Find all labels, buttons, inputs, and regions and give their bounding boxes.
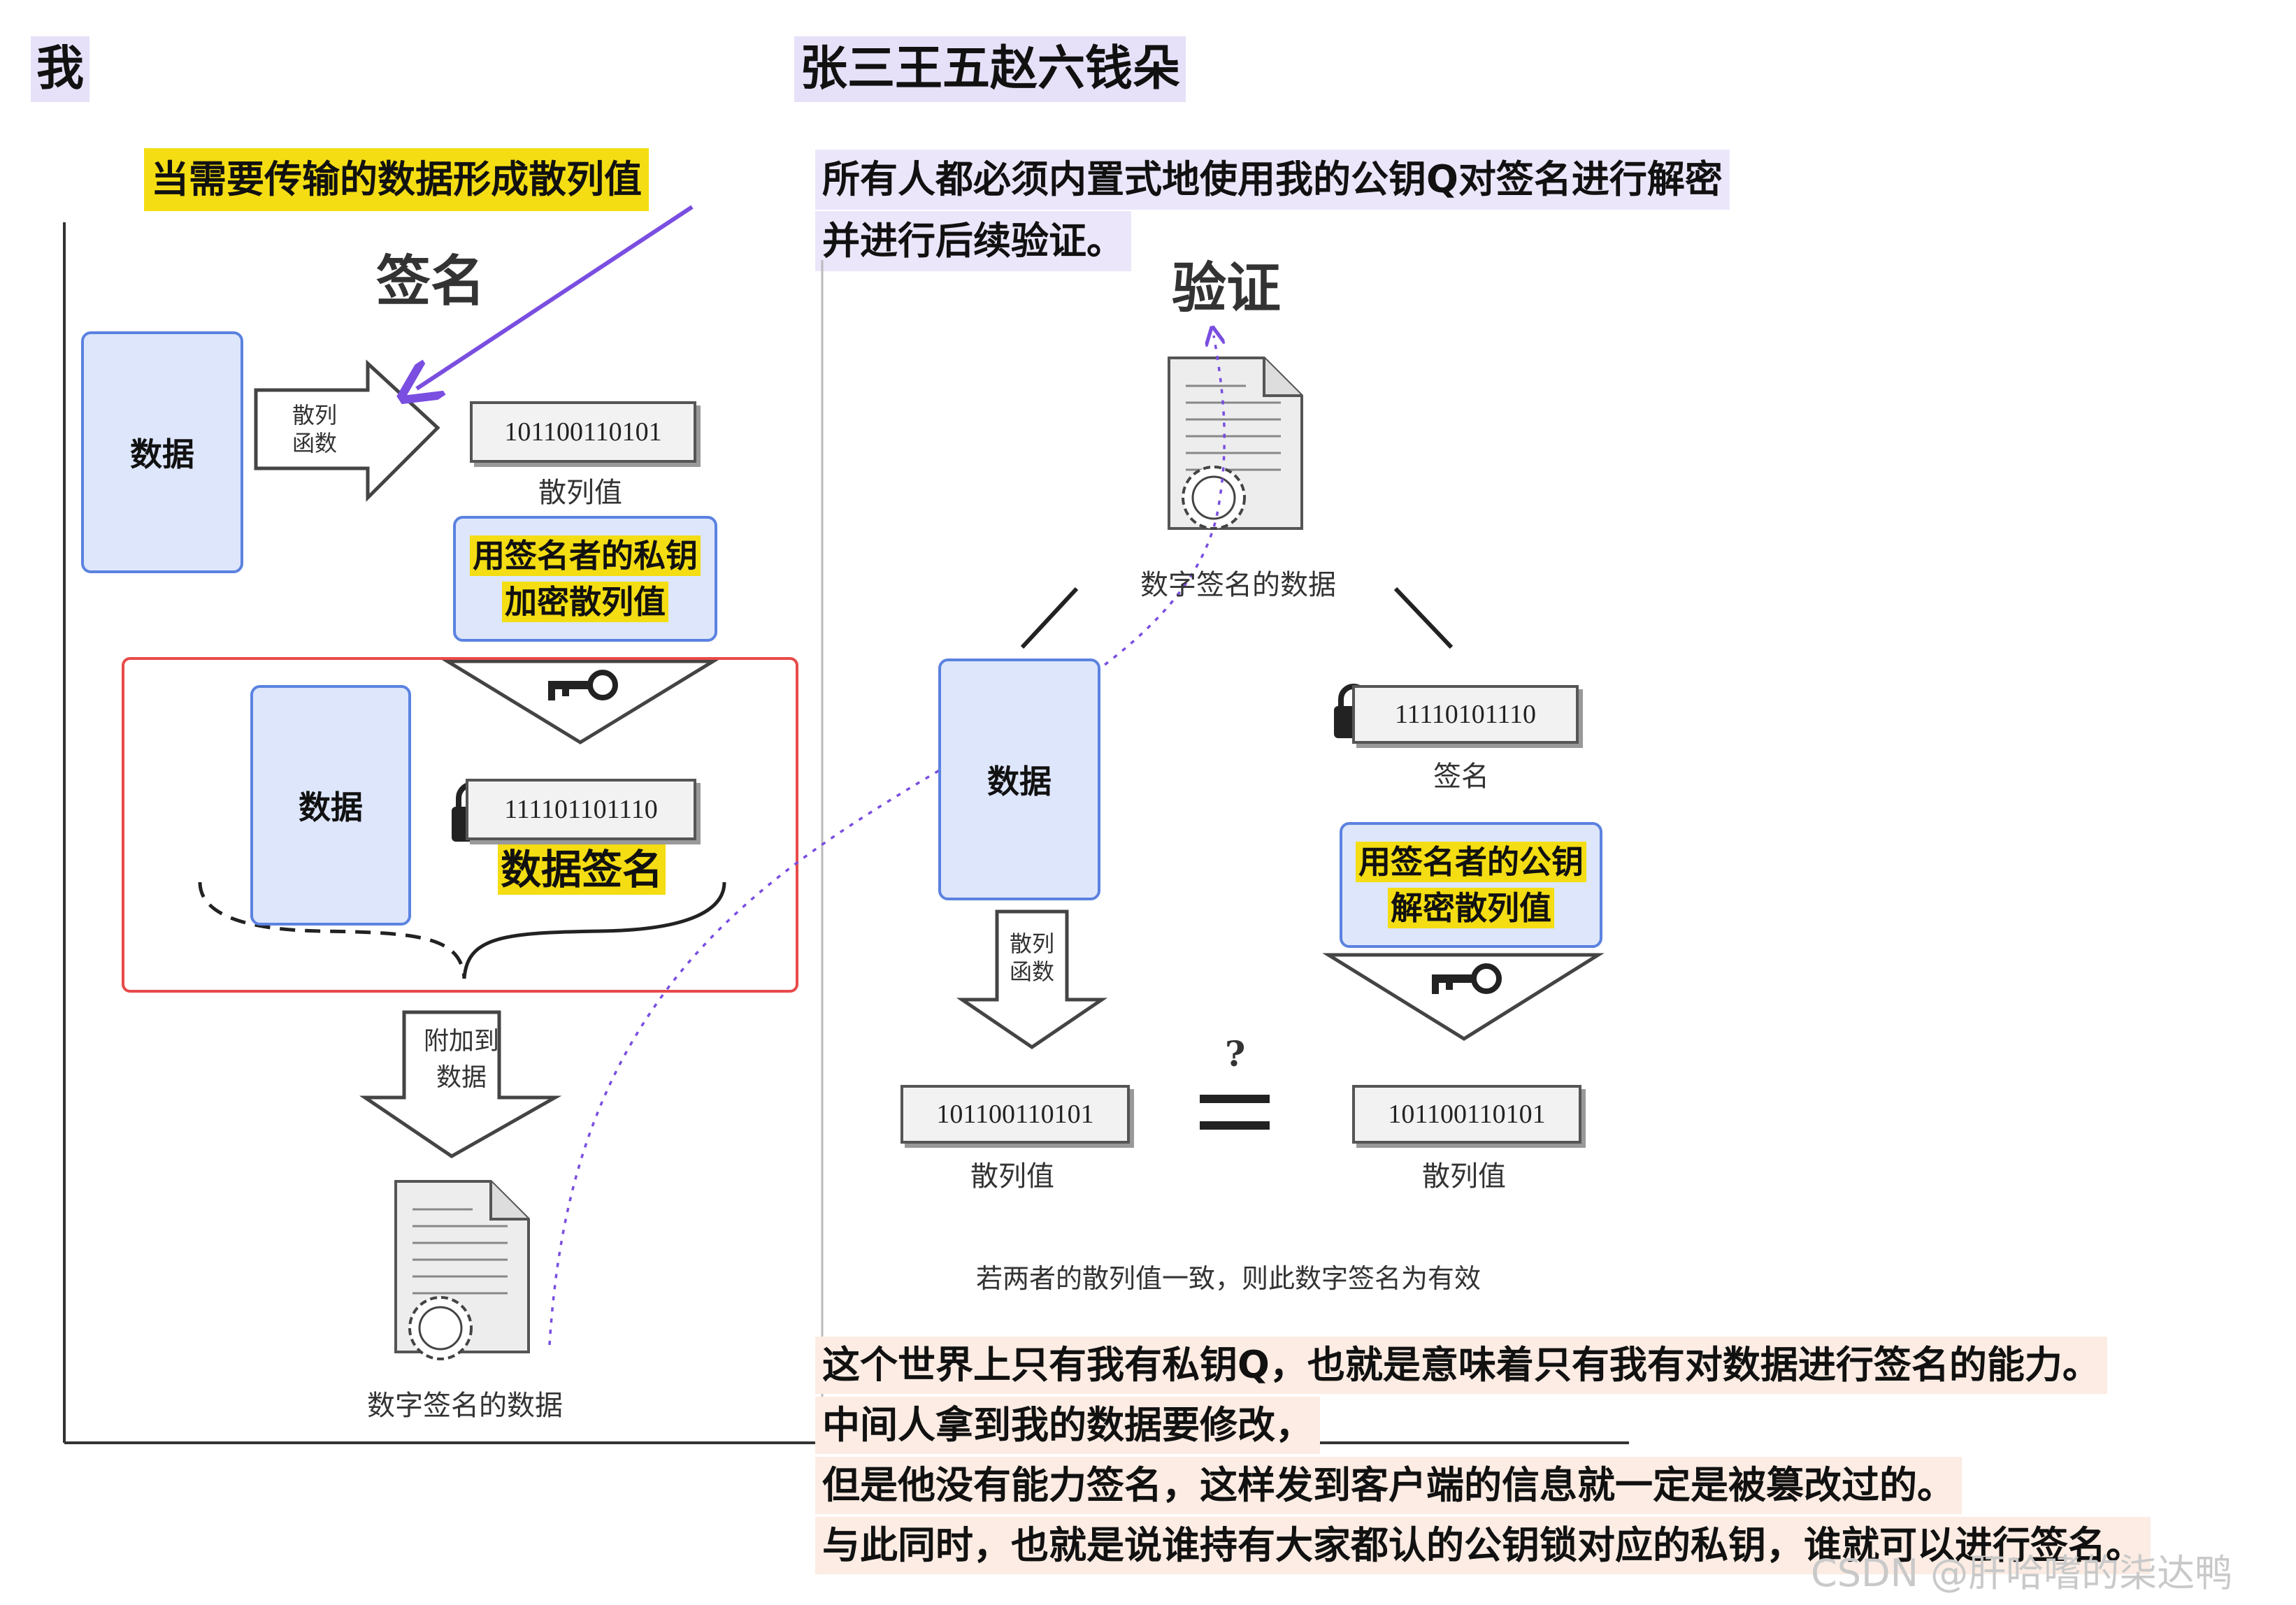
signature-value-box: 111101101110 bbox=[466, 779, 696, 840]
verify-signature-label: 签名 bbox=[1433, 761, 1489, 793]
decrypt-callout: 用签名者的公钥 解密散列值 bbox=[1340, 822, 1602, 948]
certificate-seal-icon bbox=[1182, 466, 1246, 530]
signature-label: 数据签名 bbox=[498, 844, 666, 895]
hash-value-box: 101100110101 bbox=[470, 401, 696, 463]
right-note-line1: 所有人都必须内置式地使用我的公钥Q对签名进行解密 bbox=[815, 150, 1730, 210]
data-box: 数据 bbox=[81, 331, 243, 573]
hash-arrow-line1: 散列 bbox=[292, 402, 338, 429]
decrypt-callout-line1: 用签名者的公钥 bbox=[1356, 842, 1586, 882]
attach-arrow-line1: 附加到 bbox=[423, 1027, 499, 1056]
encrypt-callout-line1: 用签名者的私钥 bbox=[470, 535, 701, 576]
split-line-left bbox=[1020, 586, 1079, 649]
dotted-path-arrow-icon bbox=[548, 336, 1226, 1346]
attach-down-arrow-icon bbox=[359, 1010, 562, 1158]
verify-hash-arrow-label: 散列 函数 bbox=[989, 930, 1075, 986]
hash-right-box: 101100110101 bbox=[1352, 1085, 1581, 1144]
hash-right-label: 散列值 bbox=[1422, 1160, 1506, 1193]
encrypt-callout: 用签名者的私钥 加密散列值 bbox=[453, 516, 717, 642]
bottom-note-4: 与此同时，也就是说谁持有大家都认的公钥锁对应的私钥，谁就可以进行签名。 bbox=[815, 1517, 2151, 1574]
right-note-line2: 并进行后续验证。 bbox=[815, 211, 1131, 271]
bottom-note-3: 但是他没有能力签名，这样发到客户端的信息就一定是被篡改过的。 bbox=[815, 1457, 1962, 1514]
attach-arrow-line2: 数据 bbox=[436, 1063, 487, 1092]
csdn-watermark: CSDN @肝哈嗜的柒达鸭 bbox=[1811, 1551, 2233, 1595]
attach-arrow-label: 附加到 数据 bbox=[412, 1023, 510, 1096]
verify-signed-doc-label: 数字签名的数据 bbox=[1140, 569, 1336, 601]
hash-down-arrow-icon bbox=[956, 909, 1108, 1050]
header-others: 张三王五赵六钱朵 bbox=[794, 36, 1186, 102]
decrypt-down-arrow-icon bbox=[1322, 953, 1605, 1041]
split-line-right bbox=[1393, 586, 1454, 649]
header-me: 我 bbox=[31, 36, 90, 102]
hash-left-box: 101100110101 bbox=[901, 1085, 1130, 1144]
hash-function-arrow-icon bbox=[254, 359, 440, 503]
hash-left-label: 散列值 bbox=[970, 1160, 1054, 1193]
bottom-note-1: 这个世界上只有我有私钥Q，也就是意味着只有我有对数据进行签名的能力。 bbox=[815, 1337, 2107, 1394]
key-icon bbox=[1432, 963, 1502, 994]
encrypt-callout-line2: 加密散列值 bbox=[502, 582, 668, 622]
annotation-arrow-icon bbox=[417, 205, 694, 389]
verify-conclusion: 若两者的散列值一致，则此数字签名为有效 bbox=[976, 1263, 1481, 1294]
hash-arrow-label: 散列 函数 bbox=[292, 401, 337, 457]
certificate-seal-icon bbox=[408, 1296, 473, 1360]
sign-title: 签名 bbox=[376, 250, 486, 313]
bottom-note-2: 中间人拿到我的数据要修改， bbox=[815, 1397, 1320, 1454]
verify-data-box: 数据 bbox=[938, 658, 1100, 900]
question-mark: ? bbox=[1225, 1033, 1246, 1074]
signed-data-frame bbox=[122, 657, 798, 993]
left-note: 当需要传输的数据形成散列值 bbox=[144, 148, 649, 211]
hash-value-label: 散列值 bbox=[538, 477, 622, 509]
brace-solid bbox=[462, 881, 726, 979]
hash-arrow-line2: 函数 bbox=[292, 430, 338, 456]
decrypt-callout-line2: 解密散列值 bbox=[1388, 888, 1554, 928]
verify-hash-arrow-line1: 散列 bbox=[1009, 930, 1054, 957]
encrypt-down-arrow-icon bbox=[441, 659, 719, 744]
verify-title: 验证 bbox=[1172, 257, 1282, 320]
verify-hash-arrow-line2: 函数 bbox=[1009, 958, 1054, 985]
signed-doc-label: 数字签名的数据 bbox=[367, 1390, 563, 1422]
verify-signature-box: 11110101110 bbox=[1352, 685, 1579, 744]
equals-icon bbox=[1200, 1095, 1270, 1130]
key-icon bbox=[548, 670, 618, 700]
brace-dashed bbox=[198, 881, 466, 979]
data-box-2: 数据 bbox=[250, 685, 411, 926]
